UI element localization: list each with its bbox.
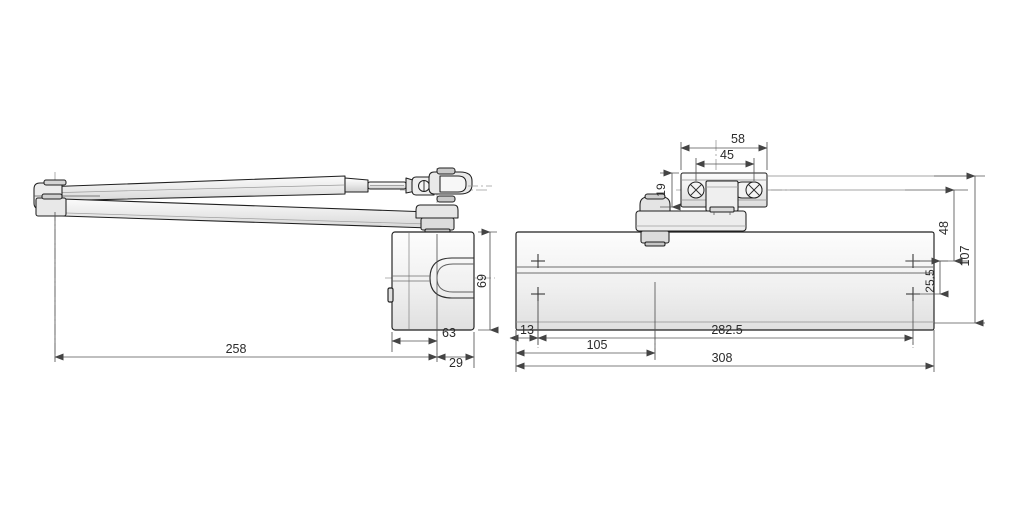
bracket-screw-right-slot-b (748, 184, 760, 196)
left-view-dimension-labels: 258 63 29 69 (226, 274, 489, 370)
lower-arm-link-left-end (35, 197, 67, 217)
closer-spindle-collar (420, 217, 455, 231)
closer-body-side (387, 231, 475, 331)
dimension-label-19: 19 (654, 183, 668, 197)
dimension-label-308: 308 (712, 351, 733, 365)
lower-arm-link-highlight (65, 212, 429, 225)
dimension-label-63: 63 (442, 326, 456, 340)
left-view-dimensions (54, 212, 499, 368)
right-view-dimension-labels: 58 45 19 13 105 282.5 308 48 25.5 107 (520, 132, 972, 365)
right-view-group: 58 45 19 13 105 282.5 308 48 25.5 107 (509, 132, 985, 372)
closer-spindle-front (635, 193, 747, 247)
closer-spindle-shoulder (415, 204, 459, 219)
closer-body-u-channel-outer (429, 257, 474, 299)
lower-arm-link-left-cap (41, 193, 63, 200)
arm-left-pivot-cap-top (43, 179, 67, 186)
arm-fork-yoke-inner (439, 175, 467, 193)
arm-rod-collar (344, 177, 369, 193)
bracket-connector-foot (709, 206, 735, 213)
dimension-label-48: 48 (937, 221, 951, 235)
dimension-label-58: 58 (731, 132, 745, 146)
spindle-arm-plate (635, 210, 747, 232)
spindle-base-front (644, 241, 666, 247)
spindle-collar-front (640, 230, 670, 244)
arm-fork-top-cap (436, 167, 456, 175)
mounting-bracket-plate (680, 172, 968, 215)
closer-arm-assembly (33, 167, 492, 234)
dimension-label-69: 69 (475, 274, 489, 288)
closer-body-front-outline (515, 231, 935, 331)
dimension-label-105: 105 (587, 338, 608, 352)
dimension-label-258: 258 (226, 342, 247, 356)
arm-fork-bottom-cap (436, 195, 456, 203)
left-view-group: 258 63 29 69 (33, 167, 499, 370)
right-view-dimensions (509, 142, 985, 372)
dimension-label-282-5: 282.5 (711, 323, 742, 337)
closer-valve-tab (387, 287, 394, 303)
dimension-label-107: 107 (958, 246, 972, 267)
dimension-label-25-5: 25.5 (923, 269, 937, 293)
closer-body-front (515, 231, 935, 331)
main-arm-highlight (44, 184, 345, 194)
bracket-screw-left-slot-b (690, 184, 702, 196)
dimension-label-45: 45 (720, 148, 734, 162)
dimension-label-13: 13 (520, 323, 534, 337)
dimension-label-29: 29 (449, 356, 463, 370)
